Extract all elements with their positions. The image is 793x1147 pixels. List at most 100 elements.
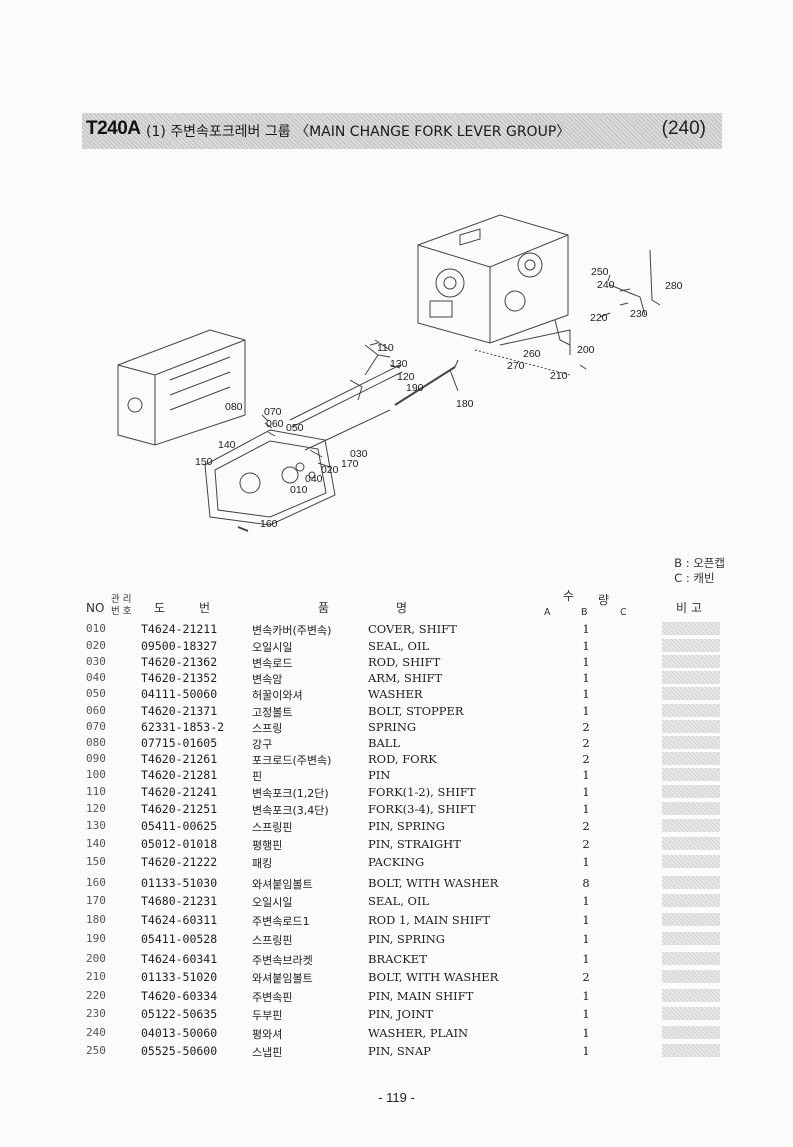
callout-270: 270 [507, 360, 525, 372]
remarks-cell [662, 1007, 720, 1020]
english-name-cell: PACKING [368, 855, 425, 869]
part-number-cell: T4620-21352 [141, 671, 218, 685]
ref-no-cell: 110 [86, 785, 106, 798]
remarks-cell [662, 752, 720, 765]
callout-220: 220 [590, 312, 608, 324]
part-number-cell: 01133-51030 [141, 876, 218, 890]
part-number-cell: 05411-00625 [141, 819, 218, 833]
korean-name-cell: 평행핀 [252, 839, 283, 852]
ref-no-cell: 010 [86, 622, 106, 635]
group-title: (1) 주변속포크레버 그룹 〈MAIN CHANGE FORK LEVER G… [146, 124, 571, 140]
title-banner: T240A (1) 주변속포크레버 그룹 〈MAIN CHANGE FORK L… [82, 113, 722, 149]
remarks-cell [662, 768, 720, 781]
remarks-cell [662, 736, 720, 749]
qty-b-cell: 1 [582, 894, 590, 908]
callout-080: 080 [225, 401, 243, 413]
part-number-cell: 05122-50635 [141, 1007, 218, 1021]
header-mgmt-top: 관 리 [111, 594, 132, 605]
korean-name-cell: 오일시일 [252, 641, 293, 654]
ref-no-cell: 160 [86, 876, 106, 889]
english-name-cell: ARM, SHIFT [368, 671, 443, 685]
qty-b-cell: 2 [582, 837, 590, 851]
english-name-cell: COVER, SHIFT [368, 622, 457, 636]
part-number-cell: 01133-51020 [141, 970, 218, 984]
korean-name-cell: 변속암 [252, 673, 283, 686]
group-number: (240) [661, 118, 706, 139]
english-name-cell: BOLT, WITH WASHER [368, 876, 499, 890]
left-case-drawing [117, 329, 246, 446]
remarks-cell [662, 639, 720, 652]
part-number-cell: T4680-21231 [141, 894, 218, 908]
callout-120: 120 [397, 371, 415, 383]
english-name-cell: ROD, FORK [368, 752, 437, 766]
remarks-cell [662, 1044, 720, 1057]
header-note: 비 고 [676, 601, 702, 615]
part-number-cell: T4620-60334 [141, 989, 218, 1003]
remarks-cell [662, 876, 720, 889]
callout-050: 050 [286, 422, 304, 434]
part-number-cell: 05411-00528 [141, 932, 218, 946]
qty-b-cell: 2 [582, 736, 590, 750]
korean-name-cell: 스프링 [252, 722, 283, 735]
ref-no-cell: 050 [86, 687, 106, 700]
english-name-cell: BALL [368, 736, 401, 750]
ref-no-cell: 130 [86, 819, 106, 832]
qty-b-cell: 1 [582, 768, 590, 782]
callout-070: 070 [264, 406, 282, 418]
qty-b-cell: 1 [582, 655, 590, 669]
callout-200: 200 [577, 344, 595, 356]
callout-230: 230 [630, 308, 648, 320]
korean-name-cell: 스프링핀 [252, 821, 293, 834]
qty-b-cell: 1 [582, 989, 590, 1003]
remarks-cell [662, 622, 720, 635]
part-number-cell: 05012-01018 [141, 837, 218, 851]
remarks-cell [662, 913, 720, 926]
header-col-b: B [581, 607, 588, 618]
korean-name-cell: 포크로드(주변속) [252, 754, 332, 767]
korean-name-cell: 두부핀 [252, 1009, 283, 1022]
ref-no-cell: 040 [86, 671, 106, 684]
english-name-cell: SEAL, OIL [368, 894, 430, 908]
ref-no-cell: 150 [86, 855, 106, 868]
part-number-cell: 04013-50060 [141, 1026, 218, 1040]
english-name-cell: WASHER [368, 687, 423, 701]
english-name-cell: BOLT, STOPPER [368, 704, 464, 718]
qty-b-cell: 1 [582, 1026, 590, 1040]
korean-name-cell: 주변속핀 [252, 991, 293, 1004]
part-number-cell: 62331-1853-2 [141, 720, 225, 734]
korean-name-cell: 변속포크(3,4단) [252, 804, 329, 817]
part-number-cell: 04111-50060 [141, 687, 218, 701]
qty-b-cell: 1 [582, 802, 590, 816]
ref-no-cell: 250 [86, 1044, 106, 1057]
qty-b-cell: 1 [582, 687, 590, 701]
group-code: T240A [86, 118, 141, 139]
remarks-cell [662, 932, 720, 945]
callout-020: 020 [321, 464, 339, 476]
korean-name-cell: 고정볼트 [252, 706, 293, 719]
part-number-cell: T4620-21251 [141, 802, 218, 816]
header-mgmt-bottom: 번 호 [111, 606, 132, 617]
page-number: - 119 - [378, 1090, 415, 1105]
ref-no-cell: 120 [86, 802, 106, 815]
remarks-cell [662, 970, 720, 983]
exploded-parts-diagram: 110 130 120 190 180 080 070 060 050 140 … [117, 214, 683, 532]
remarks-cell [662, 655, 720, 668]
part-number-cell: T4620-21362 [141, 655, 218, 669]
korean-name-cell: 패킹 [252, 857, 273, 870]
english-name-cell: FORK(3-4), SHIFT [368, 802, 476, 816]
english-name-cell: PIN, MAIN SHIFT [368, 989, 474, 1003]
ref-no-cell: 020 [86, 639, 106, 652]
part-number-cell: T4620-21371 [141, 704, 218, 718]
